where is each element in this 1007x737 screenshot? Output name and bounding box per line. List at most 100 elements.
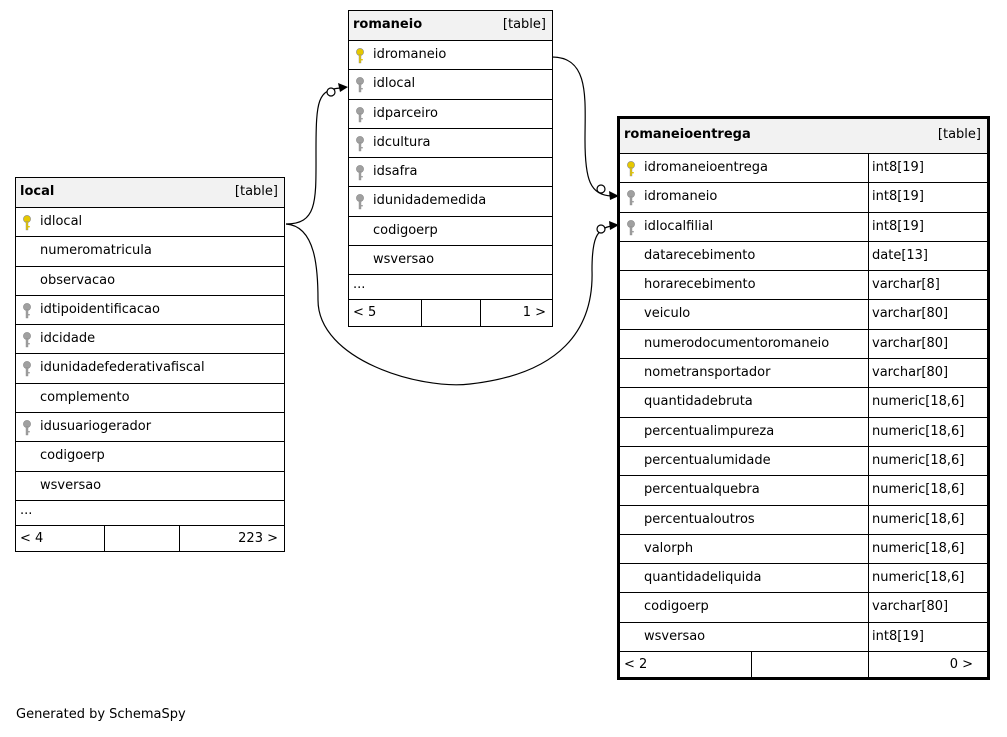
column-row-percentualimpureza[interactable]: percentualimpureza numeric[18,6] xyxy=(620,417,987,447)
column-row-idlocalfilial[interactable]: idlocalfilial int8[19] xyxy=(620,212,987,242)
table-kind: [table] xyxy=(937,127,981,142)
column-name: idsafra xyxy=(373,164,418,180)
column-row-numerodocumentoromaneio[interactable]: numerodocumentoromaneio varchar[80] xyxy=(620,329,987,360)
column-type: numeric[18,6] xyxy=(868,505,977,535)
column-row-quantidadeliquida[interactable]: quantidadeliquida numeric[18,6] xyxy=(620,564,987,594)
column-name: quantidadeliquida xyxy=(644,570,762,586)
children-count[interactable]: 1 > xyxy=(522,305,546,321)
column-type: numeric[18,6] xyxy=(868,534,977,565)
column-name: codigoerp xyxy=(40,448,105,464)
column-name: idtipoidentificacao xyxy=(40,301,160,317)
column-name: valorph xyxy=(644,540,694,556)
column-list: idromaneio idlocal idparceiro idcultura idsa… xyxy=(349,41,552,276)
table-local[interactable]: local [table] idlocal numeromatricula obse… xyxy=(15,177,285,552)
table-name[interactable]: romaneioentrega xyxy=(624,127,751,142)
parents-count[interactable]: < 2 xyxy=(624,657,648,673)
generated-by-note: Generated by SchemaSpy xyxy=(16,707,186,722)
link-local-romaneioentrega xyxy=(285,223,613,386)
column-name: wsversao xyxy=(373,252,435,268)
column-name: veiculo xyxy=(644,306,691,322)
column-row-idcultura[interactable]: idcultura xyxy=(349,129,552,159)
parents-count[interactable]: < 5 xyxy=(353,305,377,321)
table-kind: [table] xyxy=(502,17,546,32)
column-name: idusuariogerador xyxy=(40,419,152,435)
column-name: idparceiro xyxy=(373,105,438,121)
column-row-codigoerp[interactable]: codigoerp xyxy=(16,442,284,472)
column-name: idromaneio xyxy=(644,189,718,205)
column-row-idromaneio[interactable]: idromaneio int8[19] xyxy=(620,183,987,213)
column-name: observacao xyxy=(40,272,116,288)
table-header: romaneioentrega [table] xyxy=(620,119,987,154)
column-name: codigoerp xyxy=(373,222,438,238)
table-romaneio[interactable]: romaneio [table] idromaneio idlocal idparc… xyxy=(348,10,553,328)
column-type: numeric[18,6] xyxy=(868,476,977,506)
table-header: local [table] xyxy=(16,178,284,208)
column-row-numeromatricula[interactable]: numeromatricula xyxy=(16,237,284,267)
column-name: percentualimpureza xyxy=(644,423,775,439)
column-name: numerodocumentoromaneio xyxy=(644,335,830,351)
children-count[interactable]: 0 > xyxy=(949,657,973,673)
column-row-idsafra[interactable]: idsafra xyxy=(349,158,552,188)
column-name: idlocal xyxy=(373,76,416,92)
column-name: numeromatricula xyxy=(40,243,152,259)
column-type: int8[19] xyxy=(868,212,977,242)
column-name: percentualoutros xyxy=(644,511,755,527)
column-row-idunidademedida[interactable]: idunidademedida xyxy=(349,187,552,217)
column-type: varchar[80] xyxy=(868,329,977,360)
parents-count[interactable]: < 4 xyxy=(20,530,44,546)
column-name: idunidadefederativafiscal xyxy=(40,360,205,376)
table-name[interactable]: local xyxy=(20,184,55,199)
column-type: int8[19] xyxy=(868,154,977,184)
column-row-idtipoidentificacao[interactable]: idtipoidentificacao xyxy=(16,296,284,326)
column-row-codigoerp[interactable]: codigoerp xyxy=(349,217,552,247)
more-columns: ... xyxy=(349,275,552,301)
column-type: numeric[18,6] xyxy=(868,417,977,447)
column-name: idcidade xyxy=(40,331,96,347)
column-row-idcidade[interactable]: idcidade xyxy=(16,325,284,355)
column-row-wsversao[interactable]: wsversao xyxy=(16,472,284,501)
column-type: numeric[18,6] xyxy=(868,388,977,418)
column-name: nometransportador xyxy=(644,365,771,381)
table-name[interactable]: romaneio xyxy=(353,17,423,32)
column-list: idromaneioentrega int8[19] idromaneio int8[… xyxy=(620,154,987,653)
column-name: idromaneioentrega xyxy=(644,160,768,175)
column-row-idromaneioentrega[interactable]: idromaneioentrega int8[19] xyxy=(620,154,987,184)
column-name: idunidademedida xyxy=(373,193,487,209)
column-row-percentualoutros[interactable]: percentualoutros numeric[18,6] xyxy=(620,505,987,535)
column-type: int8[19] xyxy=(868,183,977,213)
column-row-idlocal[interactable]: idlocal xyxy=(349,70,552,100)
column-row-wsversao[interactable]: wsversao xyxy=(349,246,552,276)
column-name: wsversao xyxy=(644,628,706,644)
column-row-observacao[interactable]: observacao xyxy=(16,267,284,296)
column-row-idparceiro[interactable]: idparceiro xyxy=(349,100,552,129)
column-name: datarecebimento xyxy=(644,247,756,263)
column-type: numeric[18,6] xyxy=(868,564,977,594)
column-type: varchar[80] xyxy=(868,593,977,623)
column-row-complemento[interactable]: complemento xyxy=(16,384,284,414)
column-row-idlocal[interactable]: idlocal xyxy=(16,208,284,238)
link-local-romaneio xyxy=(285,87,341,225)
column-row-datarecebimento[interactable]: datarecebimento date[13] xyxy=(620,241,987,272)
column-name: idcultura xyxy=(373,134,431,150)
children-count[interactable]: 223 > xyxy=(238,530,278,546)
table-romaneioentrega[interactable]: romaneioentrega [table] idromaneioentreg… xyxy=(617,116,990,681)
column-type: date[13] xyxy=(868,241,977,272)
column-row-idusuariogerador[interactable]: idusuariogerador xyxy=(16,413,284,443)
column-type: varchar[8] xyxy=(868,271,977,301)
column-name: idlocalfilial xyxy=(644,218,714,234)
column-row-idunidadefederativafiscal[interactable]: idunidadefederativafiscal xyxy=(16,354,284,384)
column-row-idromaneio[interactable]: idromaneio xyxy=(349,41,552,71)
link-romaneio-romaneioentrega xyxy=(551,56,613,197)
table-footer: < 5 1 > xyxy=(349,300,552,327)
column-row-valorph[interactable]: valorph numeric[18,6] xyxy=(620,534,987,565)
column-name: idlocal xyxy=(40,214,83,229)
column-list: idlocal numeromatricula observacao idtipoid… xyxy=(16,208,284,501)
